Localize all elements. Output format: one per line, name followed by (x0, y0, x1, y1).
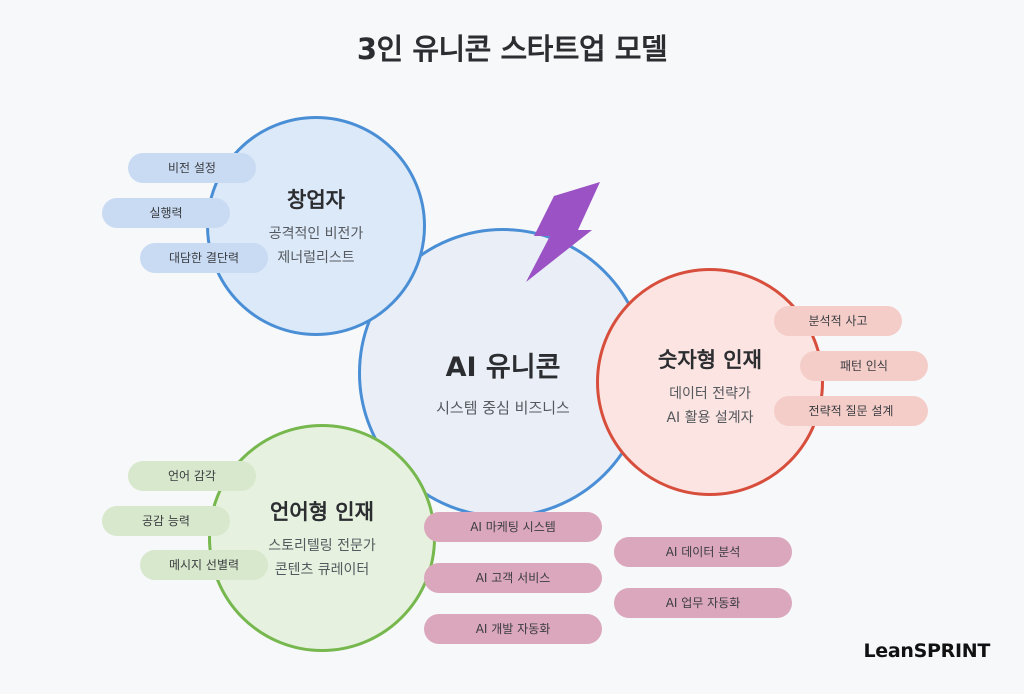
language-trait-pill: 공감 능력 (102, 506, 230, 536)
language-talent-line: 콘텐츠 큐레이터 (274, 562, 370, 578)
number-talent-block: 숫자형 인재 데이터 전략가 AI 활용 설계자 (596, 344, 824, 430)
founder-line: 공격적인 비전가 (268, 226, 364, 242)
ai-system-pill: AI 고객 서비스 (424, 563, 602, 593)
founder-circle (206, 116, 426, 336)
language-trait-pill: 언어 감각 (128, 461, 256, 491)
center-block: AI 유니콘 시스템 중심 비즈니스 (358, 345, 648, 420)
founder-line: 제너럴리스트 (277, 250, 355, 266)
founder-block: 창업자 공격적인 비전가 제너럴리스트 (206, 184, 426, 270)
brand-logo: LeanSPRINT (863, 640, 990, 662)
ai-system-pill: AI 개발 자동화 (424, 614, 602, 644)
center-subtitle: 시스템 중심 비즈니스 (436, 399, 570, 417)
founder-trait-pill: 실행력 (102, 198, 230, 228)
language-talent-title: 언어형 인재 (270, 500, 374, 524)
language-talent-block: 언어형 인재 스토리텔링 전문가 콘텐츠 큐레이터 (208, 496, 436, 582)
page-title: 3인 유니콘 스타트업 모델 (356, 32, 668, 66)
ai-system-pill: AI 마케팅 시스템 (424, 512, 602, 542)
founder-title: 창업자 (287, 188, 345, 212)
language-talent-line: 스토리텔링 전문가 (268, 538, 376, 554)
language-trait-pill: 메시지 선별력 (140, 550, 268, 580)
lightning-bolt-icon (526, 182, 600, 282)
ai-system-pill: AI 데이터 분석 (614, 537, 792, 567)
number-talent-line: 데이터 전략가 (669, 386, 751, 402)
center-title: AI 유니콘 (445, 352, 561, 383)
number-trait-pill: 패턴 인식 (800, 351, 928, 381)
founder-trait-pill: 대담한 결단력 (140, 243, 268, 273)
ai-system-pill: AI 업무 자동화 (614, 588, 792, 618)
number-trait-pill: 전략적 질문 설계 (774, 396, 928, 426)
number-talent-line: AI 활용 설계자 (666, 410, 754, 426)
number-trait-pill: 분석적 사고 (774, 306, 902, 336)
founder-trait-pill: 비전 설정 (128, 153, 256, 183)
number-talent-title: 숫자형 인재 (658, 348, 762, 372)
